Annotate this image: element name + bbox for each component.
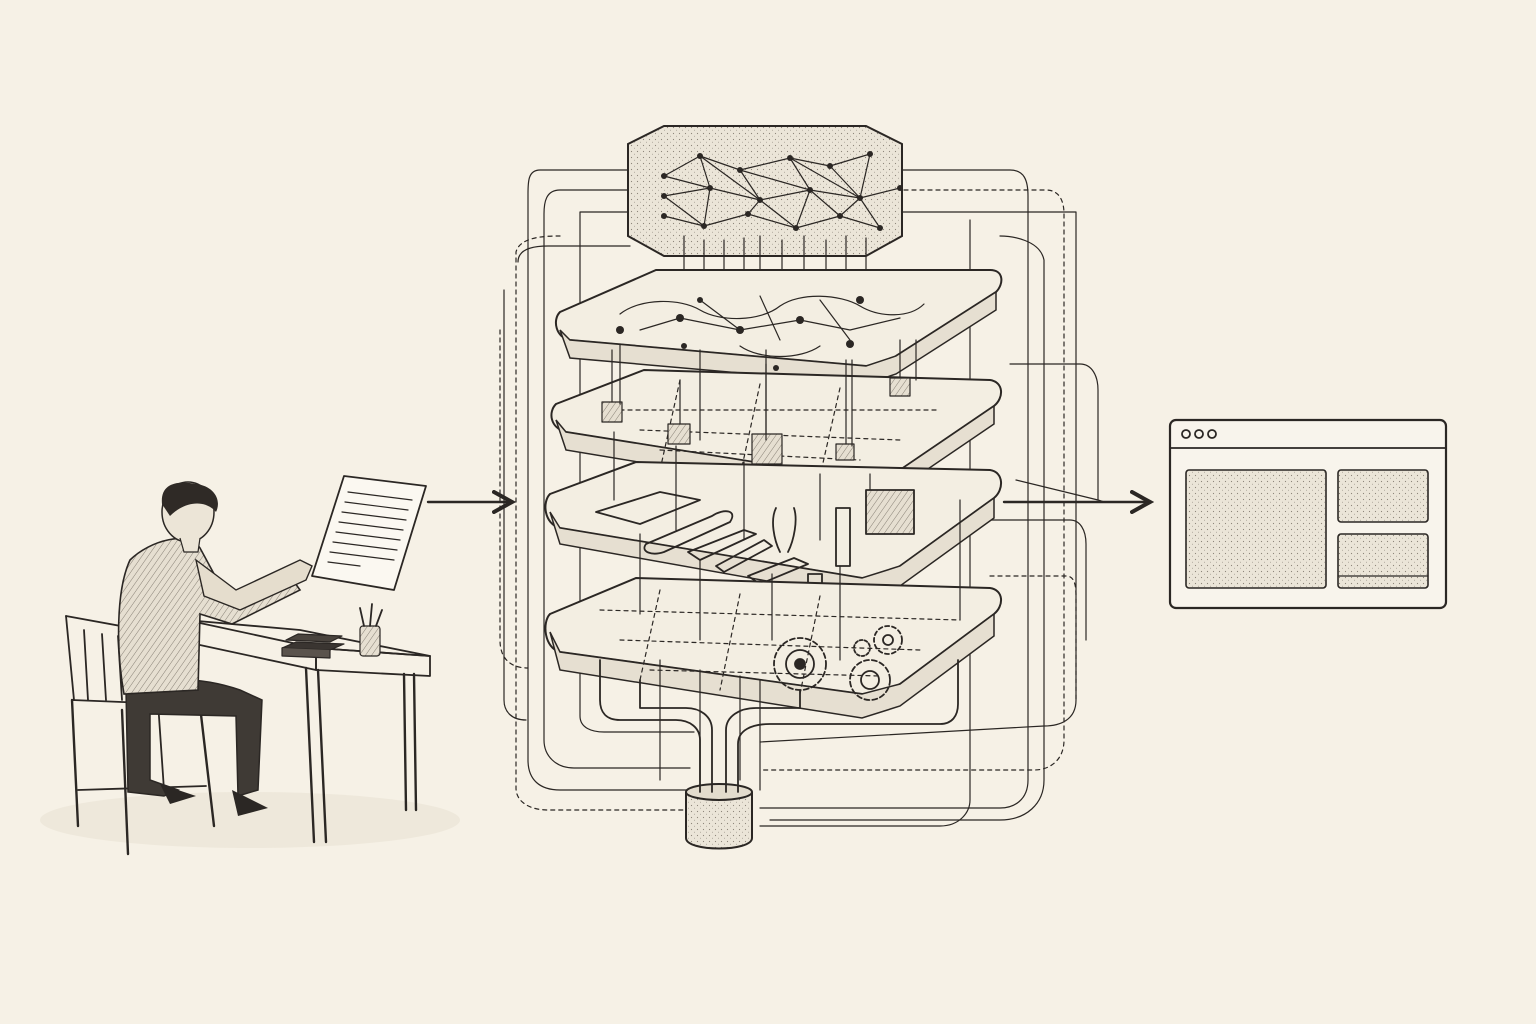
pencil-cup-icon <box>359 603 383 657</box>
books-icon <box>281 633 345 659</box>
cable-loops <box>499 169 1105 827</box>
handwritten-document-icon <box>311 475 427 591</box>
tools-icon <box>544 460 1002 599</box>
window-dots <box>1181 429 1217 439</box>
gears-icon <box>544 576 1002 719</box>
layer-circuit <box>554 269 1003 385</box>
person <box>117 481 313 816</box>
neural-network-icon <box>627 125 903 315</box>
side-panel-top <box>1337 469 1429 523</box>
main-panel <box>1185 469 1327 589</box>
cable-source-cylinder-icon <box>599 659 959 850</box>
layered-system-stack-icon <box>499 125 1105 850</box>
browser-window-icon <box>1168 418 1448 610</box>
side-panel-bottom <box>1337 533 1429 589</box>
person-at-desk-icon <box>40 481 460 856</box>
